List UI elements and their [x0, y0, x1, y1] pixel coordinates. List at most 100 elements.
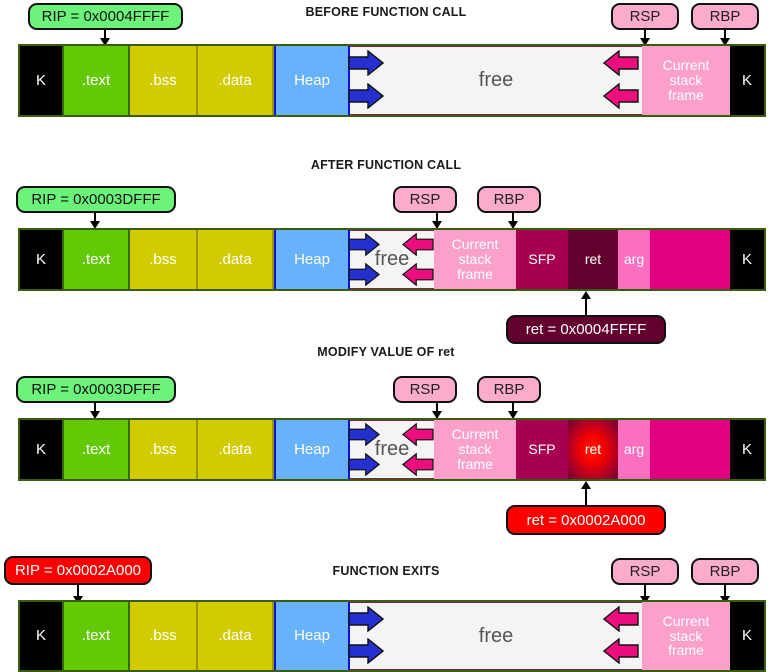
- segment-heap: Heap: [274, 230, 350, 289]
- ret-annotation-after: ret = 0x0004FFFF: [506, 315, 666, 344]
- rbp-pointer-line-after: [512, 213, 514, 224]
- segment-ret: ret: [568, 230, 618, 289]
- heap-grow-arrow-upper-exits: [348, 606, 384, 632]
- segment-bss: .bss: [130, 420, 198, 479]
- segment-heap: Heap: [274, 420, 350, 479]
- segment-kernel-high: K: [730, 230, 764, 289]
- rsp-badge-after: RSP: [393, 186, 457, 213]
- rsp-pointer-line-exits: [644, 585, 646, 599]
- rip-callout-after: RIP = 0x0003DFFF: [16, 186, 176, 213]
- rbp-pointer-head-modify: [508, 411, 518, 419]
- rip-pointer-line-before: [104, 30, 106, 40]
- segment-kernel-low: K: [20, 420, 62, 479]
- rbp-pointer-line-exits: [724, 585, 726, 599]
- segment-data: .data: [198, 230, 274, 289]
- rbp-badge-after: RBP: [477, 186, 541, 213]
- segment-sfp: SFP: [516, 420, 568, 479]
- rip-pointer-head-after: [90, 221, 100, 229]
- segment-free: free: [350, 46, 642, 115]
- rbp-badge-exits: RBP: [691, 558, 759, 585]
- memory-bar-before: K .text .bss .data Heap free Current sta…: [18, 44, 766, 117]
- panel-title-before: BEFORE FUNCTION CALL: [305, 5, 467, 19]
- segment-bss: .bss: [130, 230, 198, 289]
- segment-current-stack-frame: Current stack frame: [434, 230, 516, 289]
- segment-sfp: SFP: [516, 230, 568, 289]
- rsp-badge-modify: RSP: [393, 376, 457, 403]
- heap-grow-arrow-upper-modify: [348, 423, 380, 446]
- segment-current-stack-frame: Current stack frame: [434, 420, 516, 479]
- ret-annotation-head-modify: [581, 481, 591, 489]
- heap-grow-arrow-upper-before: [348, 50, 384, 76]
- rsp-pointer-head-before: [640, 38, 650, 46]
- segment-data: .data: [198, 46, 274, 115]
- ret-annotation-head-after: [581, 291, 591, 299]
- rsp-badge-before: RSP: [611, 3, 679, 30]
- rsp-pointer-head-modify: [432, 411, 442, 419]
- rip-callout-modify: RIP = 0x0003DFFF: [16, 376, 176, 403]
- segment-current-stack-frame: Current stack frame: [642, 46, 730, 115]
- segment-bss: .bss: [130, 602, 198, 670]
- stack-grow-arrow-upper-modify: [402, 423, 434, 446]
- segment-kernel-high: K: [730, 602, 764, 670]
- stack-grow-arrow-lower-modify: [402, 453, 434, 476]
- rbp-pointer-line-modify: [512, 403, 514, 414]
- stack-grow-arrow-lower-exits: [603, 638, 639, 664]
- segment-free: free: [350, 602, 642, 670]
- stack-grow-arrow-lower-before: [603, 83, 639, 109]
- segment-text: .text: [62, 46, 130, 115]
- heap-grow-arrow-lower-exits: [348, 638, 384, 664]
- rbp-badge-before: RBP: [691, 3, 759, 30]
- rip-pointer-line-after: [94, 213, 96, 224]
- segment-heap: Heap: [274, 602, 350, 670]
- ret-annotation-line-modify: [585, 489, 587, 506]
- rsp-badge-exits: RSP: [611, 558, 679, 585]
- stack-grow-arrow-upper-after: [402, 233, 434, 256]
- stack-grow-arrow-upper-exits: [603, 606, 639, 632]
- stack-grow-arrow-upper-before: [603, 50, 639, 76]
- rip-pointer-head-modify: [90, 411, 100, 419]
- rip-callout-exits: RIP = 0x0002A000: [4, 556, 152, 585]
- segment-heap: Heap: [274, 46, 350, 115]
- segment-bss: .bss: [130, 46, 198, 115]
- rbp-pointer-head-before: [720, 38, 730, 46]
- segment-arg: arg: [618, 230, 650, 289]
- segment-stack-rest: [650, 420, 730, 479]
- heap-grow-arrow-upper-after: [348, 233, 380, 256]
- segment-data: .data: [198, 420, 274, 479]
- rbp-pointer-head-after: [508, 221, 518, 229]
- segment-kernel-high: K: [730, 420, 764, 479]
- segment-kernel-low: K: [20, 602, 62, 670]
- segment-text: .text: [62, 230, 130, 289]
- segment-stack-rest: [650, 230, 730, 289]
- segment-kernel-low: K: [20, 46, 62, 115]
- segment-current-stack-frame: Current stack frame: [642, 602, 730, 670]
- heap-grow-arrow-lower-before: [348, 83, 384, 109]
- panel-title-modify: MODIFY VALUE OF ret: [317, 345, 455, 359]
- panel-title-after: AFTER FUNCTION CALL: [310, 158, 462, 172]
- rip-pointer-line-exits: [77, 585, 79, 599]
- rbp-pointer-line-before: [724, 30, 726, 40]
- heap-grow-arrow-lower-after: [348, 263, 380, 286]
- segment-ret-modified: ret: [568, 420, 618, 479]
- rsp-pointer-line-after: [436, 213, 438, 224]
- segment-kernel-high: K: [730, 46, 764, 115]
- rsp-pointer-head-after: [432, 221, 442, 229]
- memory-bar-after: K .text .bss .data Heap free Current sta…: [18, 228, 766, 291]
- stack-grow-arrow-lower-after: [402, 263, 434, 286]
- rip-callout-before: RIP = 0x0004FFFF: [28, 3, 183, 30]
- ret-annotation-modify: ret = 0x0002A000: [506, 505, 666, 535]
- segment-arg: arg: [618, 420, 650, 479]
- memory-bar-modify: K .text .bss .data Heap free Current sta…: [18, 418, 766, 481]
- rip-pointer-head-before: [100, 38, 110, 46]
- ret-annotation-line-after: [585, 299, 587, 316]
- segment-text: .text: [62, 602, 130, 670]
- memory-bar-exits: K .text .bss .data Heap free Current sta…: [18, 600, 766, 672]
- panel-title-exits: FUNCTION EXITS: [332, 564, 440, 578]
- rip-pointer-line-modify: [94, 403, 96, 414]
- segment-kernel-low: K: [20, 230, 62, 289]
- rbp-badge-modify: RBP: [477, 376, 541, 403]
- heap-grow-arrow-lower-modify: [348, 453, 380, 476]
- rsp-pointer-line-before: [644, 30, 646, 40]
- rsp-pointer-line-modify: [436, 403, 438, 414]
